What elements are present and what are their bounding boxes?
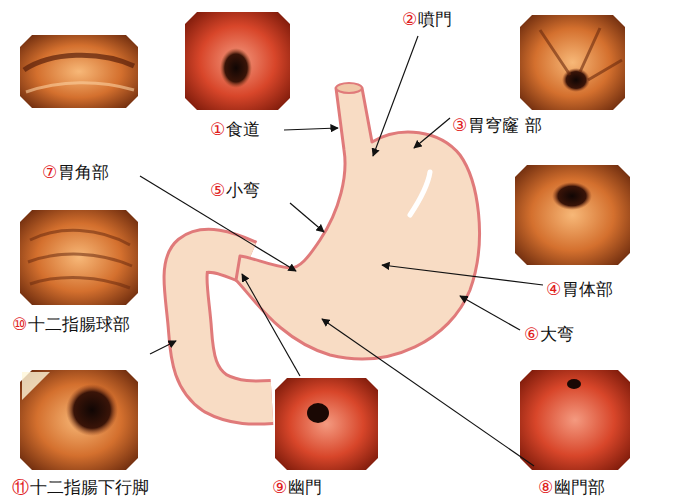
endoscopy-photo [515,165,630,265]
callout-number: ⑦ [42,163,57,183]
leader-arrow [414,118,450,148]
callout-number: ③ [452,116,467,136]
callout-number: ⑩ [12,315,27,335]
callout-label: ⑤小弯 [210,181,260,201]
callout-number: ④ [546,280,561,300]
part-name: 胃穹窿 部 [468,116,541,136]
leader-arrow [284,128,338,130]
endoscopy-photo [185,12,290,110]
leader-arrow [322,319,534,466]
part-name: 幽門部 [554,478,605,498]
leader-arrow [150,341,176,354]
pylorus-opening [567,379,581,389]
leader-arrow [140,176,296,271]
callout-number: ⑨ [272,478,287,498]
mucosa-fold [26,83,134,92]
part-name: 食道 [226,120,260,140]
part-name: 噴門 [418,10,452,30]
part-name: 大弯 [540,325,574,345]
lumen [552,182,592,210]
leader-arrow [290,203,324,232]
callout-number: ⑪ [12,478,29,498]
mucosa-fold [24,55,134,70]
part-name: 十二指腸球部 [28,315,130,335]
callout-number: ① [210,120,225,140]
mucosa-fold [28,230,132,288]
callout-label: ②噴門 [402,10,452,30]
pylorus-opening [307,403,329,423]
callout-label: ①食道 [210,120,260,140]
endoscopy-photo [20,370,138,470]
callout-label: ⑩十二指腸球部 [12,315,130,335]
callout-label: ⑦胃角部 [42,163,109,183]
part-name: 十二指腸下行脚 [30,478,149,498]
endoscopy-photo [20,35,138,108]
leader-arrow [373,36,418,156]
callout-label: ⑧幽門部 [538,478,605,498]
mucosa-fold [540,28,622,80]
light-reflection [22,372,50,400]
endoscopy-photo [275,378,378,470]
callout-label: ⑥大弯 [524,325,574,345]
leader-arrow [460,296,520,330]
callout-number: ⑥ [524,325,539,345]
endoscopy-photo [520,370,630,470]
esophagus-opening [336,83,362,93]
part-name: 胃角部 [58,163,109,183]
part-name: 幽門 [288,478,322,498]
part-name: 胃体部 [562,280,613,300]
leader-arrow [382,265,543,285]
stomach [236,88,479,359]
callout-label: ④胃体部 [546,280,613,300]
endoscopy-photo [520,15,625,110]
callout-label: ③胃穹窿 部 [452,116,542,136]
leader-arrow [242,274,300,376]
callout-label: ⑨幽門 [272,478,322,498]
callout-number: ② [402,10,417,30]
lumen [220,48,252,88]
endoscopy-photo [20,210,138,305]
highlight [410,172,430,215]
callout-number: ⑤ [210,181,225,201]
callout-number: ⑧ [538,478,553,498]
part-name: 小弯 [226,181,260,201]
lumen [66,384,118,436]
callout-label: ⑪十二指腸下行脚 [12,478,149,498]
